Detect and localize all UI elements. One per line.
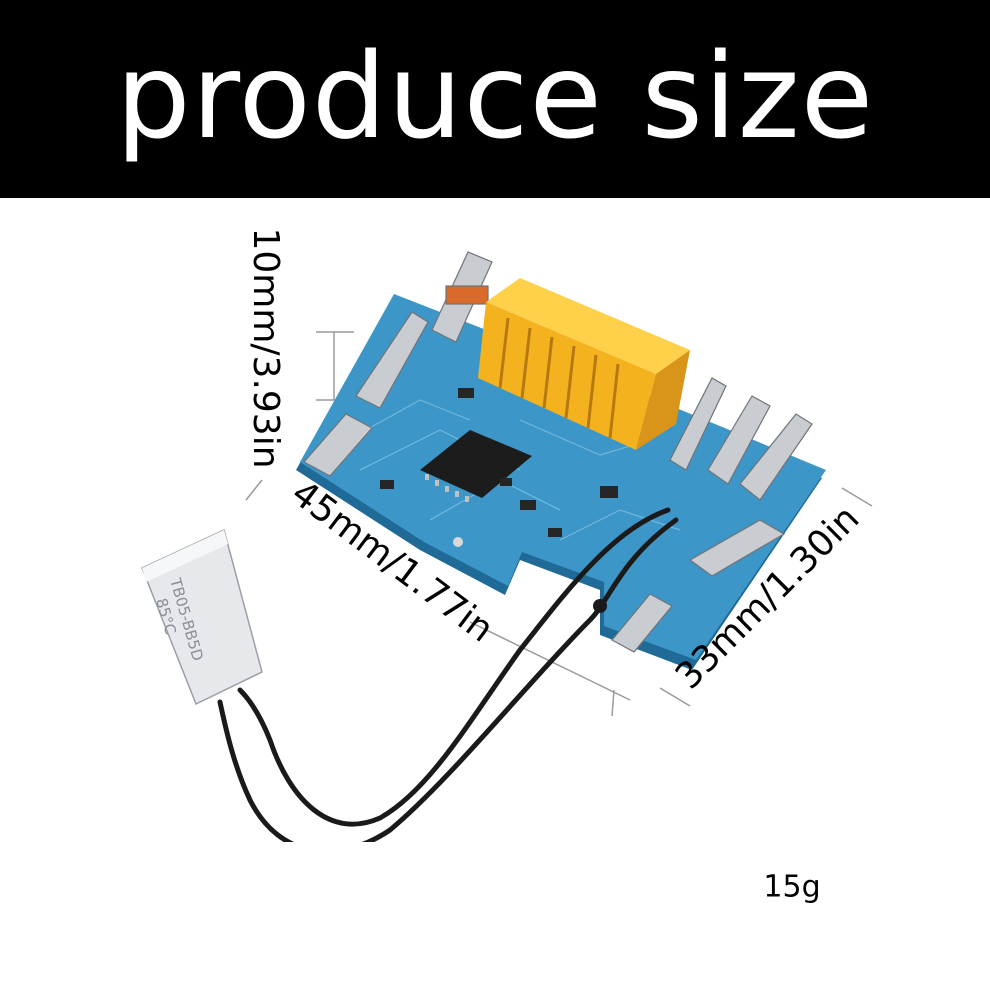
weight-label: 15g (763, 869, 821, 905)
product-image-area: TB05-BB5D 85°C (0, 198, 990, 990)
thermistor-sensor-image: TB05-BB5D 85°C (141, 528, 263, 706)
pcb-board-image: TB05-BB5D 85°C (141, 251, 873, 854)
banner-title: produce size (115, 27, 875, 165)
weight-strip (128, 842, 888, 938)
sensor-cable (217, 507, 679, 854)
dimension-height-label: 10mm/3.93in (245, 227, 286, 469)
connector-block (478, 278, 690, 450)
title-banner: produce size (0, 0, 990, 198)
battery-terminal-right (611, 377, 813, 653)
battery-terminal-left (303, 251, 493, 477)
